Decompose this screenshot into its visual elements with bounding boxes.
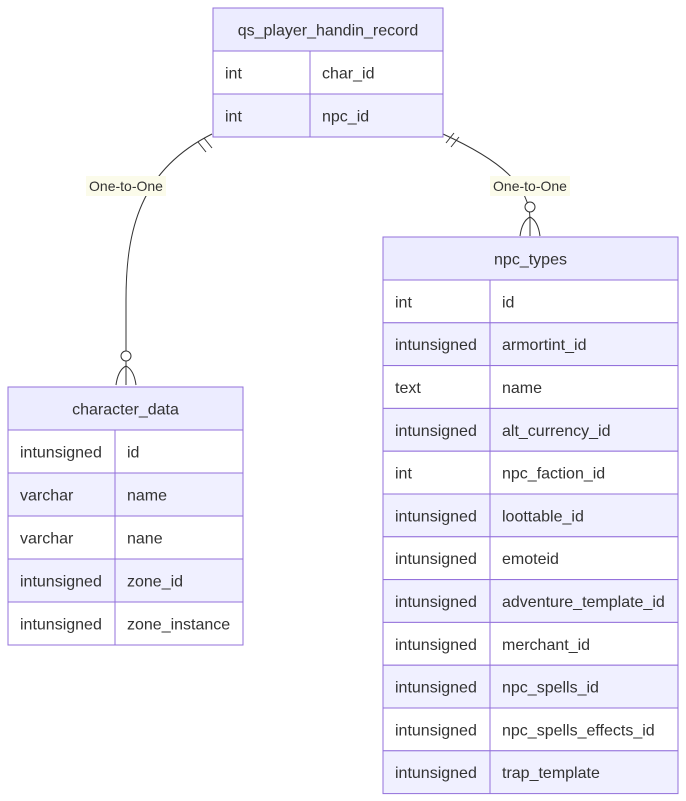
attribute-name: npc_faction_id xyxy=(502,466,605,483)
attribute-row xyxy=(7,515,244,560)
attribute-row xyxy=(382,536,679,581)
attribute-type: text xyxy=(395,380,421,397)
attribute-type: intunsigned xyxy=(395,680,477,697)
relationship-qs-character: One-to-One xyxy=(86,133,213,386)
attribute-name: merchant_id xyxy=(502,637,590,654)
attribute-name: name xyxy=(127,488,167,505)
one-marker-bar xyxy=(203,137,213,149)
attribute-type: intunsigned xyxy=(395,423,477,440)
attribute-type: intunsigned xyxy=(395,508,477,525)
entity-title: npc_types xyxy=(494,252,567,269)
attribute-type: int xyxy=(395,466,412,483)
attribute-row xyxy=(7,601,244,646)
attribute-row xyxy=(212,93,444,138)
attribute-name: name xyxy=(502,380,542,397)
attribute-name: zone_id xyxy=(127,574,183,591)
attribute-type: intunsigned xyxy=(395,337,477,354)
attribute-name: emoteid xyxy=(502,551,559,568)
attribute-row xyxy=(382,750,679,795)
attribute-name: id xyxy=(127,445,139,462)
attribute-type: intunsigned xyxy=(20,574,102,591)
zero-marker-circle xyxy=(524,201,536,213)
attribute-name: npc_spells_effects_id xyxy=(502,722,655,739)
attribute-name: adventure_template_id xyxy=(502,594,665,611)
attribute-name: npc_id xyxy=(322,109,369,126)
attribute-type: intunsigned xyxy=(395,594,477,611)
attribute-row xyxy=(7,472,244,517)
attribute-type: int xyxy=(225,66,242,83)
entity-character-data: character_data intunsigned id varchar name va… xyxy=(7,386,244,646)
entity-header xyxy=(7,386,244,431)
attribute-row xyxy=(212,50,444,95)
attribute-type: varchar xyxy=(20,488,74,505)
attribute-row xyxy=(382,621,679,666)
attribute-name: trap_template xyxy=(502,765,600,782)
attribute-type: intunsigned xyxy=(20,617,102,634)
relationship-label-bg xyxy=(86,176,166,196)
attribute-name: loottable_id xyxy=(502,508,584,525)
entity-header xyxy=(382,236,679,281)
attribute-row xyxy=(382,450,679,495)
attribute-type: intunsigned xyxy=(395,637,477,654)
one-marker-bar xyxy=(445,132,455,144)
attribute-name: char_id xyxy=(322,66,374,83)
relationship-label: One-to-One xyxy=(493,178,567,194)
attribute-name: npc_spells_id xyxy=(502,680,599,697)
attribute-type: intunsigned xyxy=(395,765,477,782)
attribute-type: int xyxy=(225,109,242,126)
attribute-name: alt_currency_id xyxy=(502,423,611,440)
entity-title: character_data xyxy=(72,402,179,419)
many-marker-crowfoot xyxy=(115,365,137,386)
entity-title: qs_player_handin_record xyxy=(238,23,419,40)
attribute-name: armortint_id xyxy=(502,337,586,354)
many-marker-crowfoot xyxy=(519,216,541,237)
attribute-type: int xyxy=(395,294,412,311)
attribute-type: intunsigned xyxy=(20,445,102,462)
attribute-row xyxy=(382,407,679,452)
attribute-row xyxy=(382,707,679,752)
attribute-row xyxy=(382,322,679,367)
attribute-type: intunsigned xyxy=(395,551,477,568)
attribute-name: id xyxy=(502,294,514,311)
attribute-name: nane xyxy=(127,531,163,548)
relationship-label-bg xyxy=(490,176,570,196)
attribute-row xyxy=(382,664,679,709)
attribute-row xyxy=(382,279,679,324)
zero-marker-circle xyxy=(120,350,132,362)
relationship-label: One-to-One xyxy=(89,178,163,194)
attribute-row xyxy=(7,429,244,474)
attribute-type: varchar xyxy=(20,531,74,548)
relationship-line-qs-character xyxy=(125,133,213,385)
entity-header xyxy=(212,7,444,52)
attribute-name: zone_instance xyxy=(127,617,230,634)
one-marker-bar xyxy=(197,141,207,153)
attribute-type: intunsigned xyxy=(395,722,477,739)
one-marker-bar xyxy=(450,136,460,148)
relationship-qs-npc: One-to-One xyxy=(442,132,570,237)
